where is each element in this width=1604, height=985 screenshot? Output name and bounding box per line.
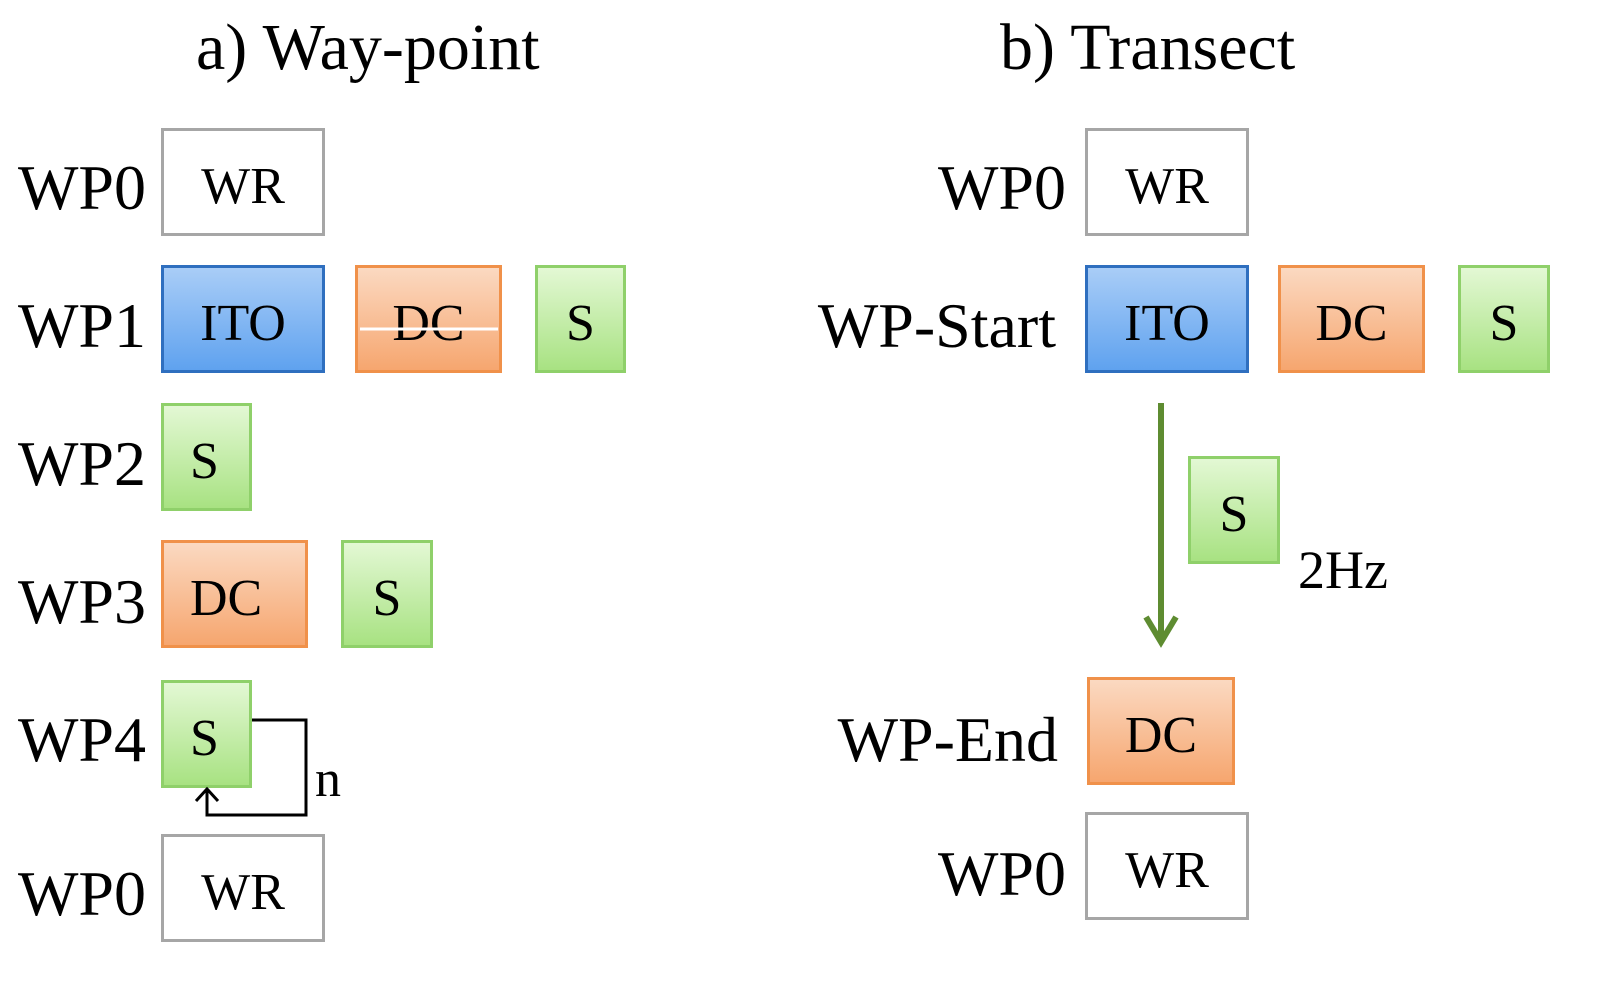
task-box-dc: DC: [1278, 265, 1425, 373]
waypoint-label: WP-Start: [817, 290, 1056, 361]
task-box-s: S: [161, 680, 252, 788]
task-box-s: S: [341, 540, 433, 648]
task-box-wr: WR: [1085, 812, 1249, 920]
waypoint-label: WP1: [18, 290, 146, 361]
panel-b-title: b) Transect: [1000, 11, 1296, 84]
task-box-dc: DC: [1087, 677, 1235, 785]
task-box-s: S: [161, 403, 252, 511]
loop-count-label: n: [315, 751, 341, 808]
task-box-ito: ITO: [161, 265, 325, 373]
task-box-wr: WR: [161, 128, 325, 236]
sampling-rate-label: 2Hz: [1298, 540, 1388, 600]
task-box-s: S: [1458, 265, 1550, 373]
waypoint-label: WP0: [18, 152, 146, 223]
waypoint-label: WP-End: [837, 704, 1058, 775]
waypoint-label: WP2: [18, 428, 146, 499]
task-box-ito: ITO: [1085, 265, 1249, 373]
transect-arrow-head: [1143, 615, 1179, 648]
task-box-s: S: [1188, 456, 1280, 564]
waypoint-label: WP3: [18, 566, 146, 637]
task-box-wr: WR: [1085, 128, 1249, 236]
task-box-wr: WR: [161, 834, 325, 942]
loop-arrow: [205, 718, 308, 817]
waypoint-label: WP0: [18, 858, 146, 929]
waypoint-label: WP0: [938, 152, 1066, 223]
task-box-s: S: [535, 265, 626, 373]
task-box-dc: DC: [355, 265, 502, 373]
panel-a-title: a) Way-point: [196, 11, 540, 84]
loop-arrow-head: [194, 786, 220, 803]
waypoint-label: WP4: [18, 704, 146, 775]
task-box-dc: DC: [161, 540, 308, 648]
waypoint-label: WP0: [938, 838, 1066, 909]
